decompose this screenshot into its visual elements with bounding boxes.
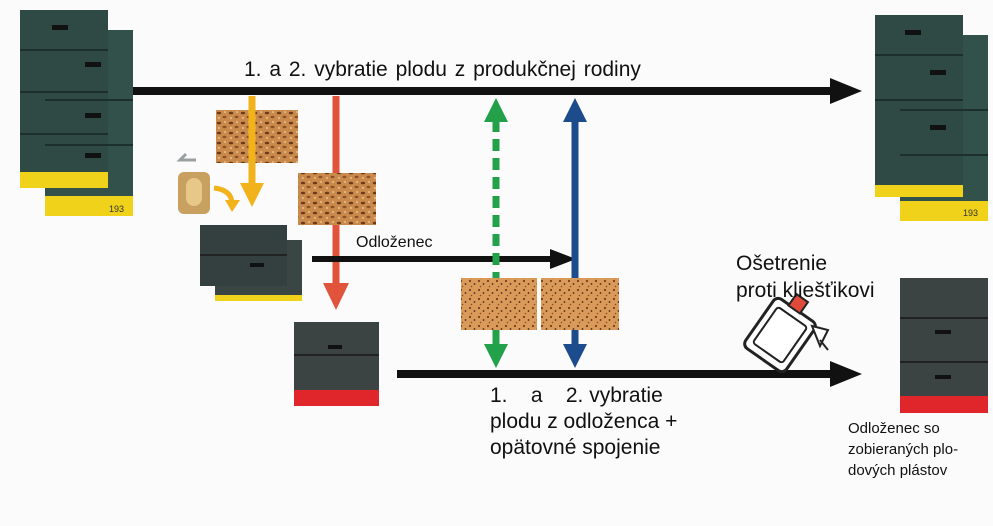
orange-arrow [240, 96, 264, 207]
mite-treatment-label: Ošetrenie proti kliešťikovi [736, 252, 875, 302]
capped-brood-comb-2 [541, 278, 619, 330]
brood-comb-frame-2 [298, 173, 376, 225]
nucleus-main-arrow [397, 361, 862, 387]
nucleus-label: Odloženec [356, 234, 433, 251]
red-nucleus-hive [294, 322, 379, 406]
nucleus-hive [200, 225, 302, 301]
curved-arrowhead [225, 200, 240, 212]
production-colony-label: 1. a 2. vybratie plodu z produkčnej rodi… [244, 58, 641, 81]
production-colony-hive-right [875, 15, 988, 221]
brood-removal-label: 1. a 2. vybratie plodu z odloženca + opä… [490, 384, 678, 459]
nucleus-arrow [312, 249, 576, 269]
capped-brood-comb-1 [461, 278, 537, 330]
hive-number-right: 193 [963, 208, 978, 218]
result-nucleus-hive [900, 278, 988, 413]
result-label: Odloženec so zobieraných plo- dových plá… [848, 420, 959, 479]
production-colony-arrow [133, 78, 862, 104]
hive-number-left: 193 [109, 204, 124, 214]
medication-bottle-icon [743, 292, 830, 374]
queen-cell-image [176, 152, 210, 214]
brood-comb-frame-1 [216, 110, 298, 163]
green-dashed-double-arrow [484, 98, 508, 368]
production-colony-hive-left [20, 10, 133, 216]
